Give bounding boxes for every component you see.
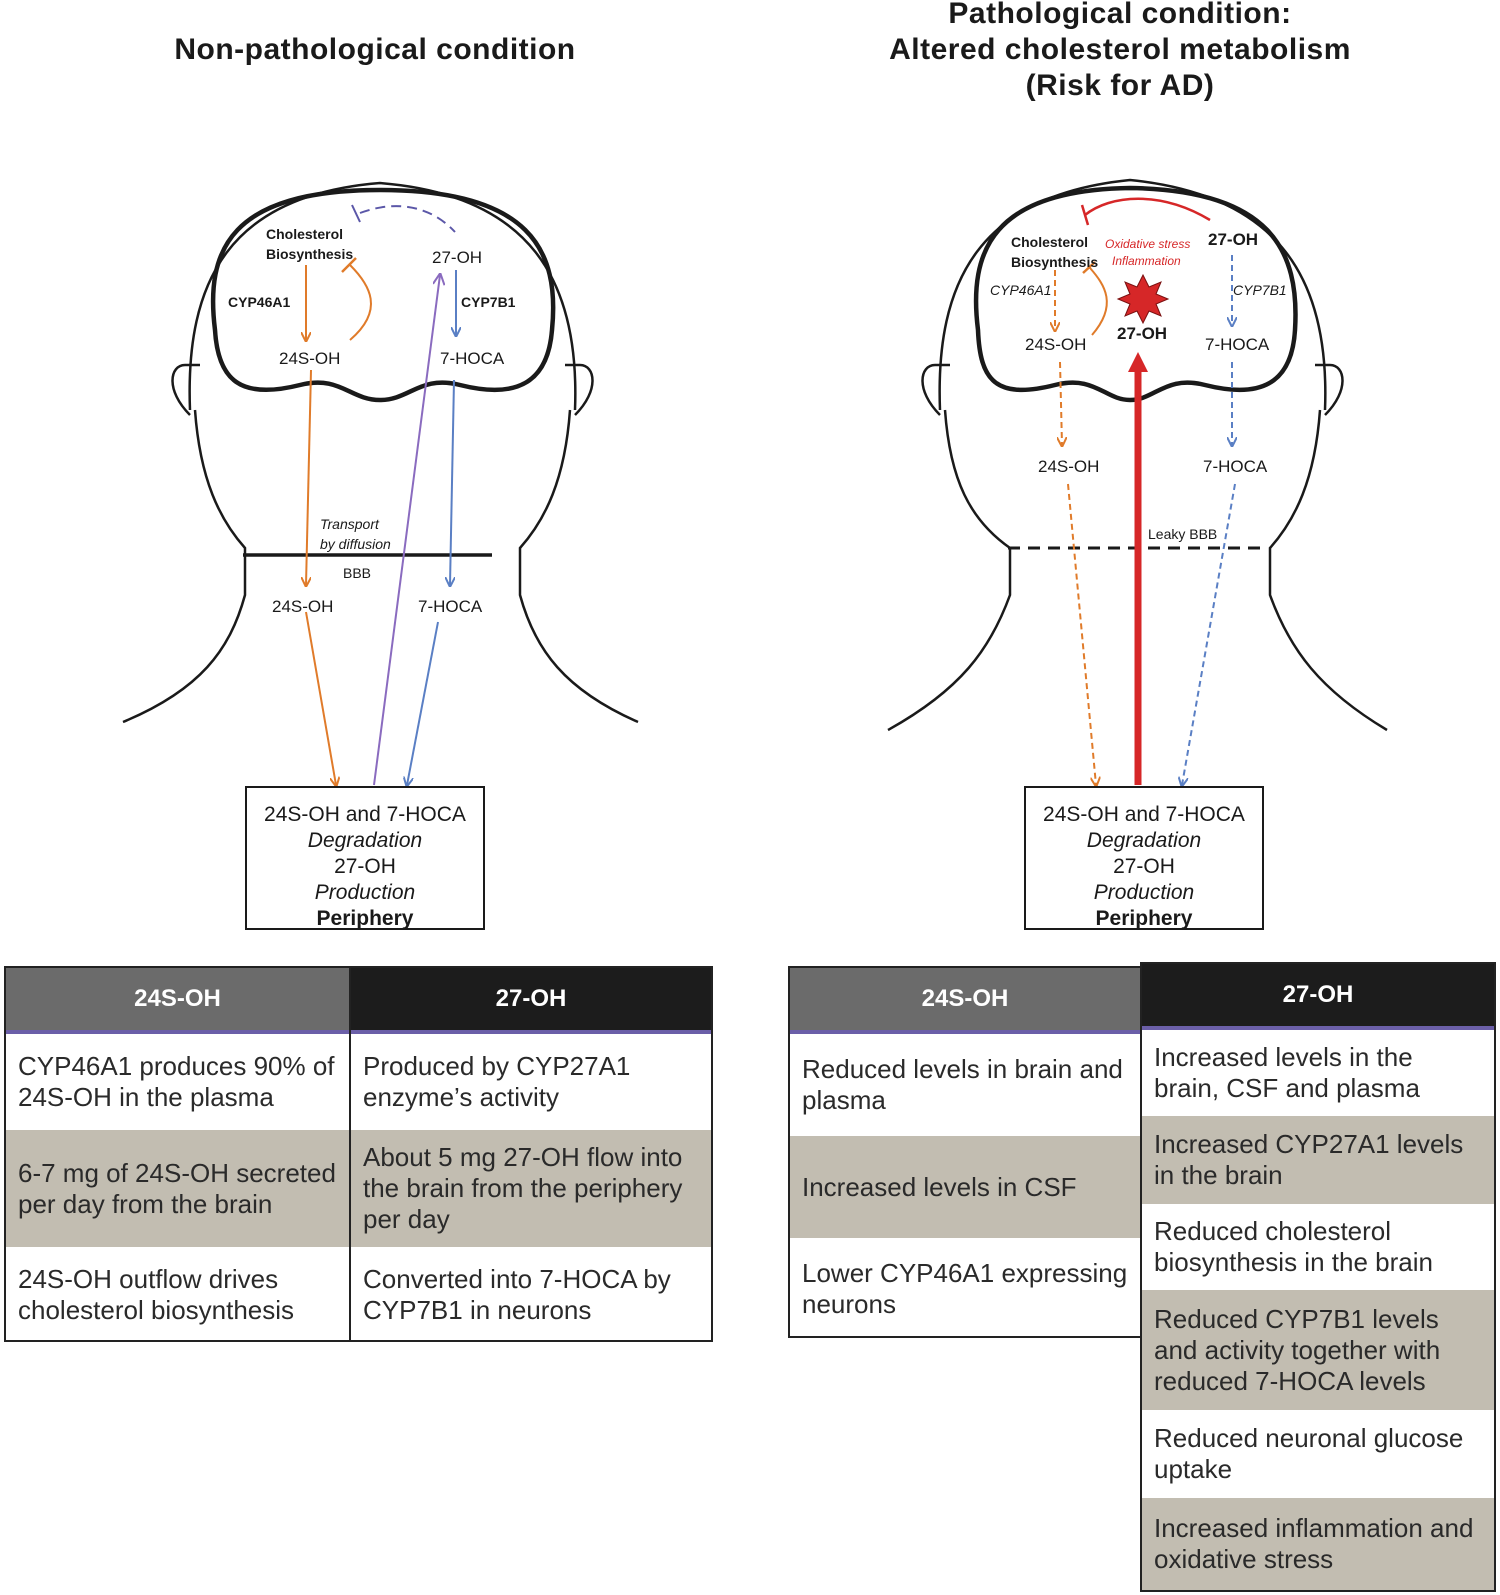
right-label-cyp7b1: CYP7B1	[1233, 282, 1287, 298]
left-arrow-24s-periphery	[305, 611, 336, 785]
right-label-27oh-center: 27-OH	[1117, 324, 1168, 343]
right-arrow-24s-periphery	[1067, 483, 1096, 785]
right-label-hoca-lower: 7-HOCA	[1203, 457, 1268, 476]
left-box-line1: 24S-OH and 7-HOCA	[264, 803, 466, 826]
right-table-27oh-header: 27-OH	[1142, 964, 1494, 1030]
left-dashed-inhibition	[359, 205, 456, 233]
left-label-hoca-neck: 7-HOCA	[418, 597, 483, 616]
right-label-24s-lower: 24S-OH	[1038, 457, 1100, 476]
right-title-line1: Pathological condition:	[948, 0, 1292, 30]
right-starburst-icon	[1116, 273, 1170, 325]
right-periphery-box: 24S-OH and 7-HOCA Degradation 27-OH Prod…	[1024, 786, 1264, 930]
left-label-bbb: BBB	[343, 565, 372, 581]
table-cell: About 5 mg 27-OH flow into the brain fro…	[351, 1130, 711, 1247]
left-box-line2: Degradation	[307, 829, 423, 852]
left-arrow-24s-down	[306, 369, 312, 585]
table-cell: 24S-OH outflow drives cholesterol biosyn…	[18, 1263, 295, 1325]
left-table-24s-header: 24S-OH	[6, 968, 349, 1034]
table-cell: Lower CYP46A1 expressing neurons	[802, 1258, 1128, 1319]
right-table-24s-header: 24S-OH	[790, 968, 1140, 1034]
left-dashed-tbar	[351, 204, 361, 223]
right-feedback-tbar	[1082, 261, 1096, 274]
diagram-canvas	[122, 178, 1388, 960]
right-brain-outline	[973, 185, 1298, 403]
left-box-line3: 27-OH Production	[247, 854, 483, 906]
left-label-24s-brain: 24S-OH	[279, 349, 341, 368]
table-cell: Reduced neuronal glucose uptake	[1154, 1423, 1464, 1484]
right-arrow-24s-down	[1060, 361, 1062, 445]
table-cell: Increased inflammation and oxidative str…	[1142, 1498, 1494, 1590]
right-head-outline	[887, 178, 1388, 732]
right-label-24s-brain: 24S-OH	[1025, 335, 1087, 354]
table-cell: Reduced CYP7B1 levels and activity toget…	[1142, 1290, 1494, 1410]
right-label-chol-line1: Cholesterol	[1011, 234, 1089, 250]
right-label-leaky-bbb: Leaky BBB	[1148, 526, 1218, 542]
left-table-27oh-header: 27-OH	[351, 968, 711, 1034]
right-title: Pathological condition: Altered choleste…	[840, 0, 1400, 104]
right-box-line3: 27-OH Production	[1026, 854, 1262, 906]
left-arrow-hoca-periphery	[407, 621, 439, 785]
right-title-line2: Altered cholesterol metabolism	[889, 33, 1351, 66]
left-label-24s-neck: 24S-OH	[272, 597, 334, 616]
table-cell: Reduced cholesterol biosynthesis in the …	[1154, 1216, 1433, 1277]
table-cell: CYP46A1 produces 90% of 24S-OH in the pl…	[18, 1051, 335, 1112]
left-table-24s-column: 24S-OH CYP46A1 produces 90% of 24S-OH in…	[4, 966, 351, 1342]
table-cell: Increased levels in CSF	[790, 1136, 1140, 1238]
right-box-line3b: Production	[1093, 881, 1195, 904]
right-feedback-24s	[1089, 267, 1108, 336]
left-label-chol-line2: Biosynthesis	[266, 246, 354, 262]
table-cell: Increased levels in the brain, CSF and p…	[1154, 1042, 1420, 1103]
right-table-27oh-column: 27-OH Increased levels in the brain, CSF…	[1140, 962, 1496, 1592]
right-box-line4: Periphery	[1095, 907, 1193, 930]
right-label-inflammation: Inflammation	[1112, 254, 1181, 268]
right-label-27oh-top: 27-OH	[1208, 230, 1259, 249]
left-label-cholesterol: Cholesterol Biosynthesis	[266, 224, 353, 264]
left-label-hoca-brain: 7-HOCA	[440, 349, 505, 368]
left-label-transport-line1: Transport	[320, 516, 379, 532]
table-cell: Increased CYP27A1 levels in the brain	[1142, 1116, 1494, 1204]
table-cell: Reduced levels in brain and plasma	[802, 1054, 1123, 1115]
table-cell: Produced by CYP27A1 enzyme’s activity	[363, 1051, 631, 1112]
right-arrow-hoca-periphery	[1182, 483, 1236, 785]
left-arrow-27oh-into-brain	[373, 275, 440, 786]
left-box-line3b: Production	[314, 881, 416, 904]
right-label-hoca-brain: 7-HOCA	[1205, 335, 1270, 354]
right-label-cholesterol: Cholesterol Biosynthesis	[1011, 232, 1098, 272]
right-label-oxidative: Oxidative stress	[1105, 237, 1191, 251]
left-brain-outline	[210, 187, 556, 403]
left-arrow-hoca-down	[450, 379, 454, 585]
right-inhibition-tbar	[1080, 204, 1090, 226]
left-label-27oh-brain: 27-OH	[432, 248, 483, 267]
right-label-chol-line2: Biosynthesis	[1011, 254, 1099, 270]
left-label-cyp7b1: CYP7B1	[461, 294, 516, 310]
table-cell: Converted into 7-HOCA by CYP7B1 in neuro…	[363, 1263, 671, 1325]
left-label-cyp46a1: CYP46A1	[228, 294, 291, 310]
right-box-line3a: 27-OH	[1113, 855, 1175, 878]
right-label-cyp46a1: CYP46A1	[990, 282, 1052, 298]
left-box-line3a: 27-OH	[334, 855, 396, 878]
left-feedback-24s	[349, 264, 372, 341]
left-head-outline	[122, 181, 639, 724]
right-inhibition-arc	[1084, 197, 1211, 222]
left-table-27oh-column: 27-OH Produced by CYP27A1 enzyme’s activ…	[349, 966, 713, 1342]
right-title-line3: (Risk for AD)	[1025, 69, 1215, 102]
left-label-chol-line1: Cholesterol	[266, 226, 344, 242]
left-title: Non-pathological condition	[174, 33, 576, 66]
table-cell: 6-7 mg of 24S-OH secreted per day from t…	[6, 1130, 349, 1247]
right-box-line1: 24S-OH and 7-HOCA	[1043, 803, 1245, 826]
left-feedback-tbar	[341, 257, 357, 273]
right-table-24s-column: 24S-OH Reduced levels in brain and plasm…	[788, 966, 1142, 1338]
left-periphery-box: 24S-OH and 7-HOCA Degradation 27-OH Prod…	[245, 786, 485, 930]
left-box-line4: Periphery	[316, 907, 414, 930]
left-label-transport: Transport by diffusion	[320, 514, 391, 554]
left-label-transport-line2: by diffusion	[320, 536, 391, 552]
right-box-line2: Degradation	[1086, 829, 1202, 852]
